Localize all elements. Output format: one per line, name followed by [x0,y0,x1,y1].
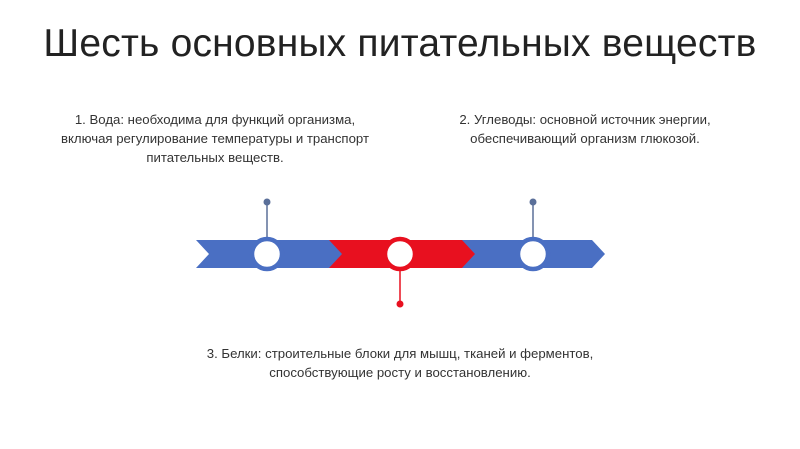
note-line: 2. Углеводы: основной источник энергии, [459,112,711,127]
timeline-marker-1 [249,236,285,272]
note-line: способствующие росту и восстановлению. [269,365,531,380]
note-proteins: 3. Белки: строительные блоки для мышц, т… [180,344,620,382]
note-line: питательных веществ. [146,150,284,165]
timeline-marker-3 [515,236,551,272]
note-water: 1. Вода: необходима для функций организм… [40,110,390,167]
timeline-marker-2 [382,236,418,272]
connector-dot-3 [529,198,537,206]
note-line: включая регулирование температуры и тран… [60,131,369,146]
note-line: 1. Вода: необходима для функций организм… [74,112,356,127]
slide-title: Шесть основных питательных веществ [43,22,757,65]
note-line: обеспечивающий организм глюкозой. [470,131,700,146]
connector-dot-1 [263,198,271,206]
connector-dot-2 [396,300,404,308]
note-line: 3. Белки: строительные блоки для мышц, т… [206,346,594,361]
note-carbohydrates: 2. Углеводы: основной источник энергии, … [440,110,730,148]
